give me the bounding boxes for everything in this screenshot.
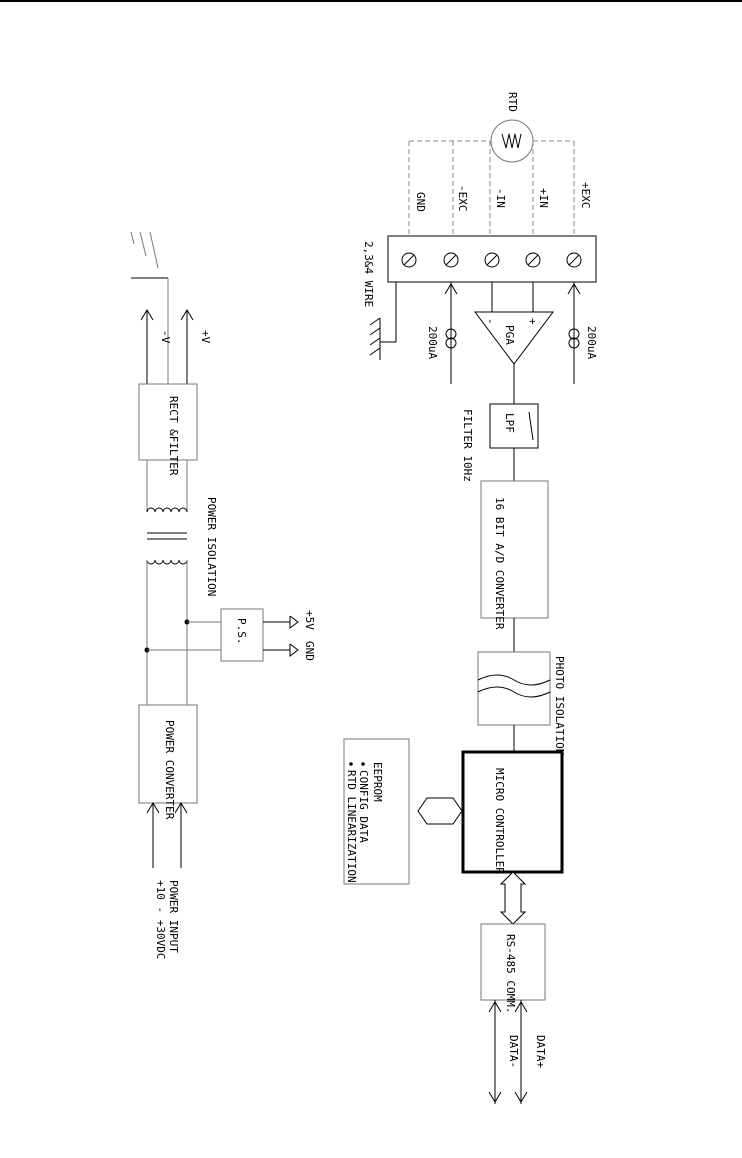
rs485-label: RS-485 COMM. — [504, 934, 517, 1013]
pga-plus: + — [526, 318, 539, 325]
lpf-label: LPF — [503, 413, 516, 433]
rs485-bus-arrow-icon — [499, 871, 527, 925]
data-minus-label: DATA- — [507, 1035, 520, 1068]
eeprom-bullet-icon — [349, 762, 353, 766]
eeprom-item-config: CONFIG DATA — [357, 770, 370, 843]
eeprom-bus-arrow-icon — [417, 797, 463, 825]
terminal-label-gnd: GND — [414, 192, 427, 212]
lpf-slash-icon — [528, 411, 534, 441]
terminal-ground-icon — [369, 282, 397, 360]
power-converter-label: POWER CONVERTER — [163, 720, 176, 820]
power-transformer-icon — [146, 460, 188, 705]
rtd-wiring — [408, 140, 575, 236]
filter-note: FILTER 10Hz — [461, 409, 474, 482]
ps-block — [220, 608, 264, 662]
pga-label: PGA — [503, 325, 516, 345]
eeprom-item-rtd: RTD LINEARIZATION — [345, 770, 358, 883]
supply-output-arrows — [140, 309, 194, 384]
adc-label: 16 BIT A/D CONVERTER — [493, 497, 506, 630]
terminal-label-pos-in: +IN — [537, 188, 550, 208]
minus-v-label: -V — [159, 330, 172, 344]
power-isolation-label: POWER ISOLATION — [205, 497, 218, 596]
plus-5v-label: +5V — [303, 610, 316, 630]
data-plus-label: DATA+ — [534, 1035, 547, 1068]
ps-output-arrows — [263, 615, 299, 657]
eeprom-block — [343, 738, 410, 885]
pga-minus: - — [484, 318, 497, 325]
rect-filter-label: RECT &FILTER — [167, 396, 180, 476]
rtd-label: RTD — [506, 92, 519, 112]
gnd-label: GND — [303, 641, 316, 661]
terminal-label-pos-exc: +EXC — [579, 182, 592, 209]
current-upper-label: 200uA — [426, 326, 439, 359]
rtd-sensor-icon — [490, 119, 534, 163]
adc-block — [480, 480, 549, 619]
eeprom-title: EEPROM — [371, 762, 384, 802]
photo-isolation-wave-icon — [477, 674, 551, 698]
terminal-block — [387, 235, 597, 283]
eeprom-bullet-icon — [361, 762, 365, 766]
power-input-title: POWER INPUT — [167, 880, 180, 953]
lpf-block — [489, 403, 539, 449]
rect-filter-block — [138, 383, 198, 461]
power-input-arrows — [146, 802, 188, 868]
rs485-block — [480, 923, 546, 1001]
ps-label: P.S. — [235, 618, 248, 645]
power-input-range: +10 - +30VDC — [154, 880, 167, 959]
data-lines — [488, 1000, 528, 1104]
pga-amplifier-icon — [474, 311, 554, 365]
wire-type-label: 2,3&4 WIRE — [362, 241, 375, 307]
photo-isolation-label: PHOTO ISOLATION — [553, 656, 566, 755]
power-converter-block — [138, 704, 198, 804]
plus-v-label: +V — [199, 330, 212, 344]
current-source-upper-icon — [444, 282, 458, 384]
ps-taps — [144, 619, 221, 653]
current-lower-label: 200uA — [585, 326, 598, 359]
microcontroller-block — [461, 750, 564, 874]
terminal-label-neg-in: -IN — [494, 188, 507, 208]
microcontroller-label: MICRO CONTROLLER — [493, 768, 506, 874]
current-source-lower-icon — [567, 282, 581, 384]
terminal-label-neg-exc: -EXC — [456, 185, 469, 212]
